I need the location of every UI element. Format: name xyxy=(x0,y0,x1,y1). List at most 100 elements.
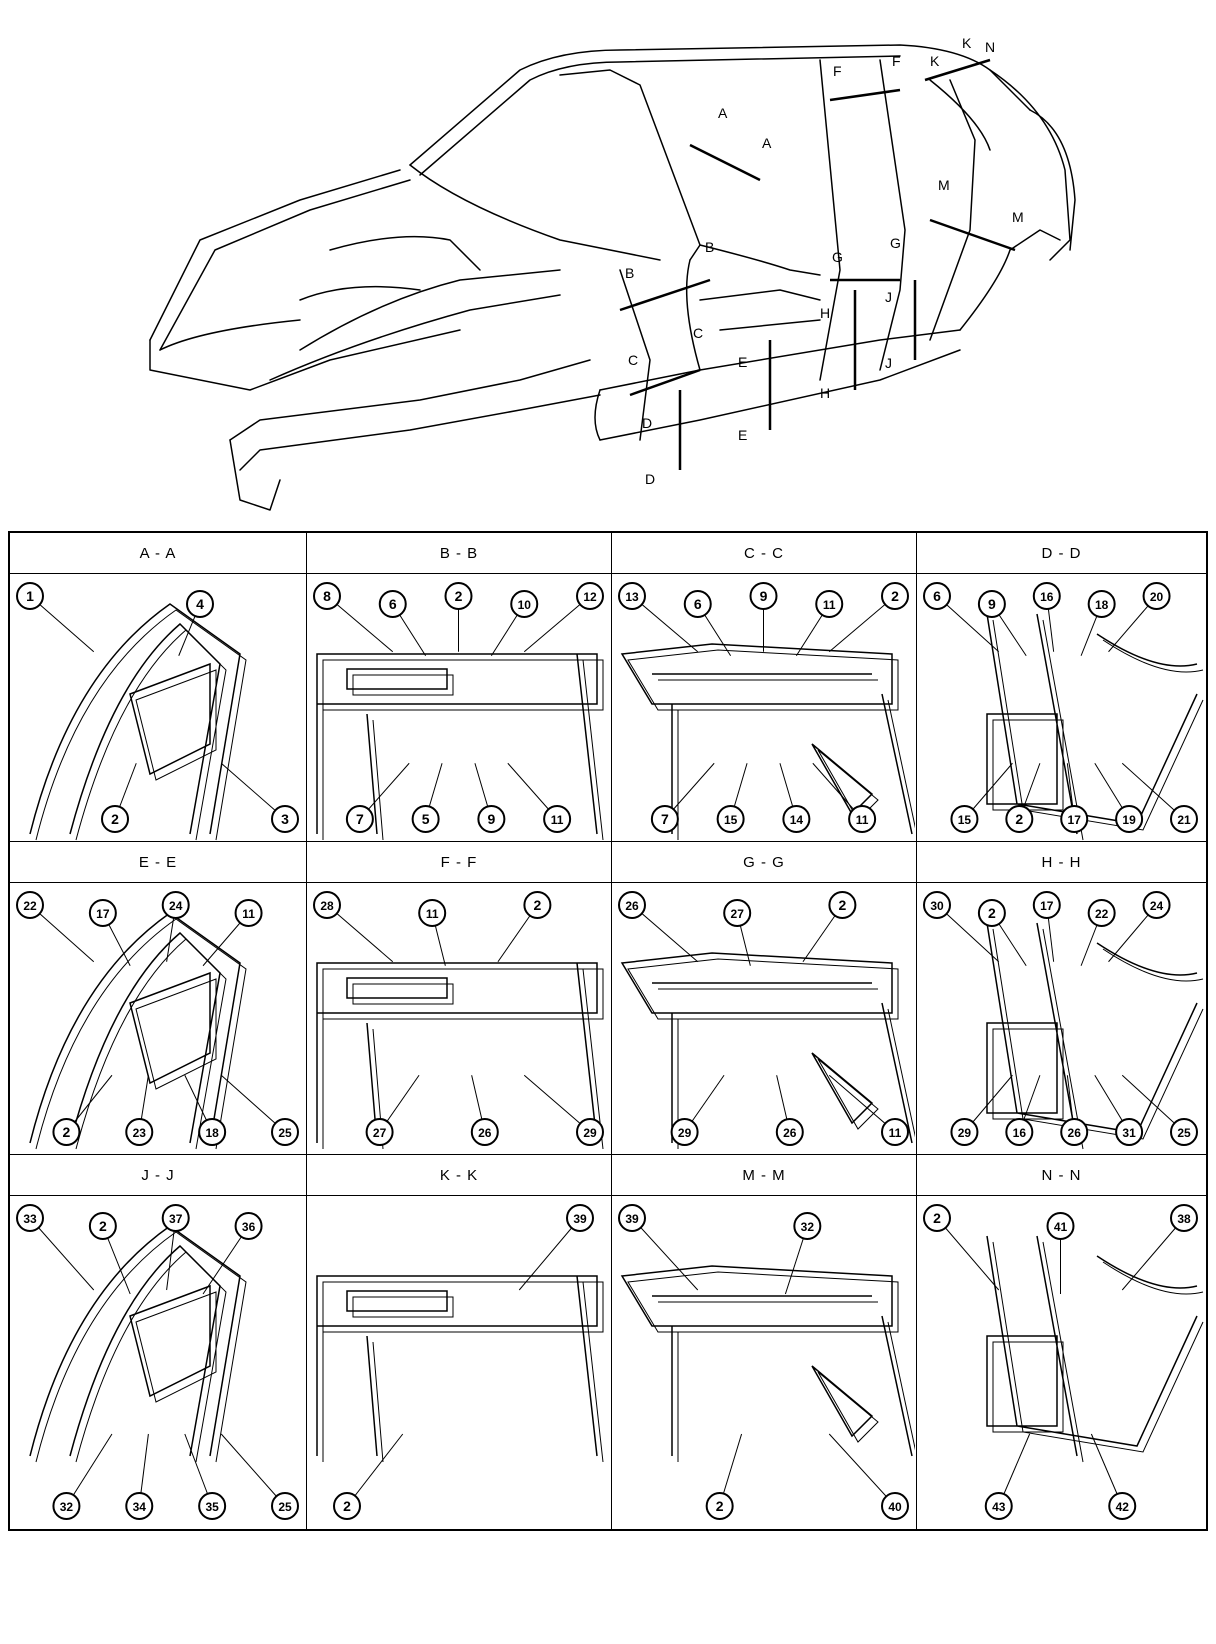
svg-text:11: 11 xyxy=(242,907,255,921)
svg-text:4: 4 xyxy=(196,596,204,612)
callout-17: 17 xyxy=(1032,891,1061,962)
callout-26: 26 xyxy=(1060,1075,1089,1146)
callout-3: 3 xyxy=(220,762,299,833)
panel-outline xyxy=(986,613,1198,835)
marker-C: C xyxy=(628,352,638,368)
callout-9: 9 xyxy=(474,763,506,833)
callout-2: 2 xyxy=(444,582,473,652)
callout-2: 2 xyxy=(705,1433,743,1520)
marker-D: D xyxy=(642,415,652,431)
callout-19: 19 xyxy=(1094,762,1144,833)
callout-25: 25 xyxy=(220,1433,299,1520)
panel-outline xyxy=(620,643,913,835)
callout-22: 22 xyxy=(16,891,95,963)
callout-2: 2 xyxy=(977,899,1027,967)
callout-40: 40 xyxy=(828,1433,909,1520)
svg-text:6: 6 xyxy=(694,596,702,612)
callout-26: 26 xyxy=(470,1075,499,1146)
panel-outline xyxy=(29,912,241,1144)
callout-31: 31 xyxy=(1094,1074,1144,1146)
svg-text:32: 32 xyxy=(60,1500,74,1514)
svg-text:2: 2 xyxy=(343,1498,351,1514)
panel-outline-inner xyxy=(322,968,604,1150)
svg-text:41: 41 xyxy=(1054,1220,1068,1234)
marker-B: B xyxy=(705,239,714,255)
svg-text:2: 2 xyxy=(99,1218,107,1234)
panel-outline-inner xyxy=(627,958,915,1149)
callout-10: 10 xyxy=(490,590,539,657)
callout-26: 26 xyxy=(618,891,699,963)
callout-27: 27 xyxy=(365,1074,420,1146)
callout-14: 14 xyxy=(779,763,811,833)
callout-43: 43 xyxy=(984,1433,1031,1520)
svg-text:35: 35 xyxy=(205,1500,219,1514)
callout-2: 2 xyxy=(802,891,857,963)
panel-outline xyxy=(316,653,598,835)
svg-text:11: 11 xyxy=(823,598,836,612)
svg-text:27: 27 xyxy=(731,907,745,921)
svg-text:22: 22 xyxy=(23,899,37,913)
panel-outline xyxy=(29,1225,241,1457)
section-drawing: 39 2 xyxy=(316,1204,604,1520)
marker-M: M xyxy=(1012,209,1024,225)
svg-text:25: 25 xyxy=(278,1126,292,1140)
callout-2: 2 xyxy=(52,1074,113,1146)
svg-text:26: 26 xyxy=(478,1126,492,1140)
callout-18: 18 xyxy=(184,1075,227,1146)
callout-2: 2 xyxy=(101,763,137,833)
callout-5: 5 xyxy=(411,763,443,833)
svg-text:26: 26 xyxy=(625,899,639,913)
marker-A: A xyxy=(718,105,728,121)
section-title: C - C xyxy=(612,533,916,574)
callout-25: 25 xyxy=(1121,1074,1198,1146)
section-title: K - K xyxy=(307,1155,611,1196)
marker-K: K xyxy=(930,53,940,69)
svg-text:9: 9 xyxy=(760,588,768,604)
marker-E: E xyxy=(738,427,747,443)
callout-37: 37 xyxy=(161,1204,190,1291)
svg-text:23: 23 xyxy=(133,1126,147,1140)
panel-outline xyxy=(316,962,598,1144)
callout-6: 6 xyxy=(923,582,1000,653)
callout-39: 39 xyxy=(518,1204,594,1291)
svg-text:38: 38 xyxy=(1177,1212,1191,1226)
panel-outline xyxy=(986,922,1198,1144)
svg-text:25: 25 xyxy=(1177,1126,1191,1140)
callout-11: 11 xyxy=(795,590,844,657)
marker-K: K xyxy=(962,35,972,51)
svg-text:24: 24 xyxy=(1150,899,1164,913)
svg-text:2: 2 xyxy=(534,897,542,913)
callout-11: 11 xyxy=(812,762,877,833)
marker-J: J xyxy=(885,289,892,305)
callout-8: 8 xyxy=(313,582,394,653)
callout-29: 29 xyxy=(523,1074,604,1146)
panel-outline-inner xyxy=(35,609,247,841)
callout-27: 27 xyxy=(723,899,752,966)
callout-9: 9 xyxy=(749,582,778,652)
panel-outline xyxy=(986,1235,1198,1457)
callout-16: 16 xyxy=(1032,582,1061,652)
callout-6: 6 xyxy=(378,590,427,657)
marker-G: G xyxy=(832,249,843,265)
callout-33: 33 xyxy=(16,1204,95,1291)
svg-text:17: 17 xyxy=(1040,899,1054,913)
svg-text:15: 15 xyxy=(724,813,738,827)
callout-20: 20 xyxy=(1108,582,1171,653)
svg-text:28: 28 xyxy=(320,899,334,913)
svg-text:7: 7 xyxy=(356,811,364,827)
callout-21: 21 xyxy=(1121,762,1198,833)
panel-outline xyxy=(316,1275,598,1457)
